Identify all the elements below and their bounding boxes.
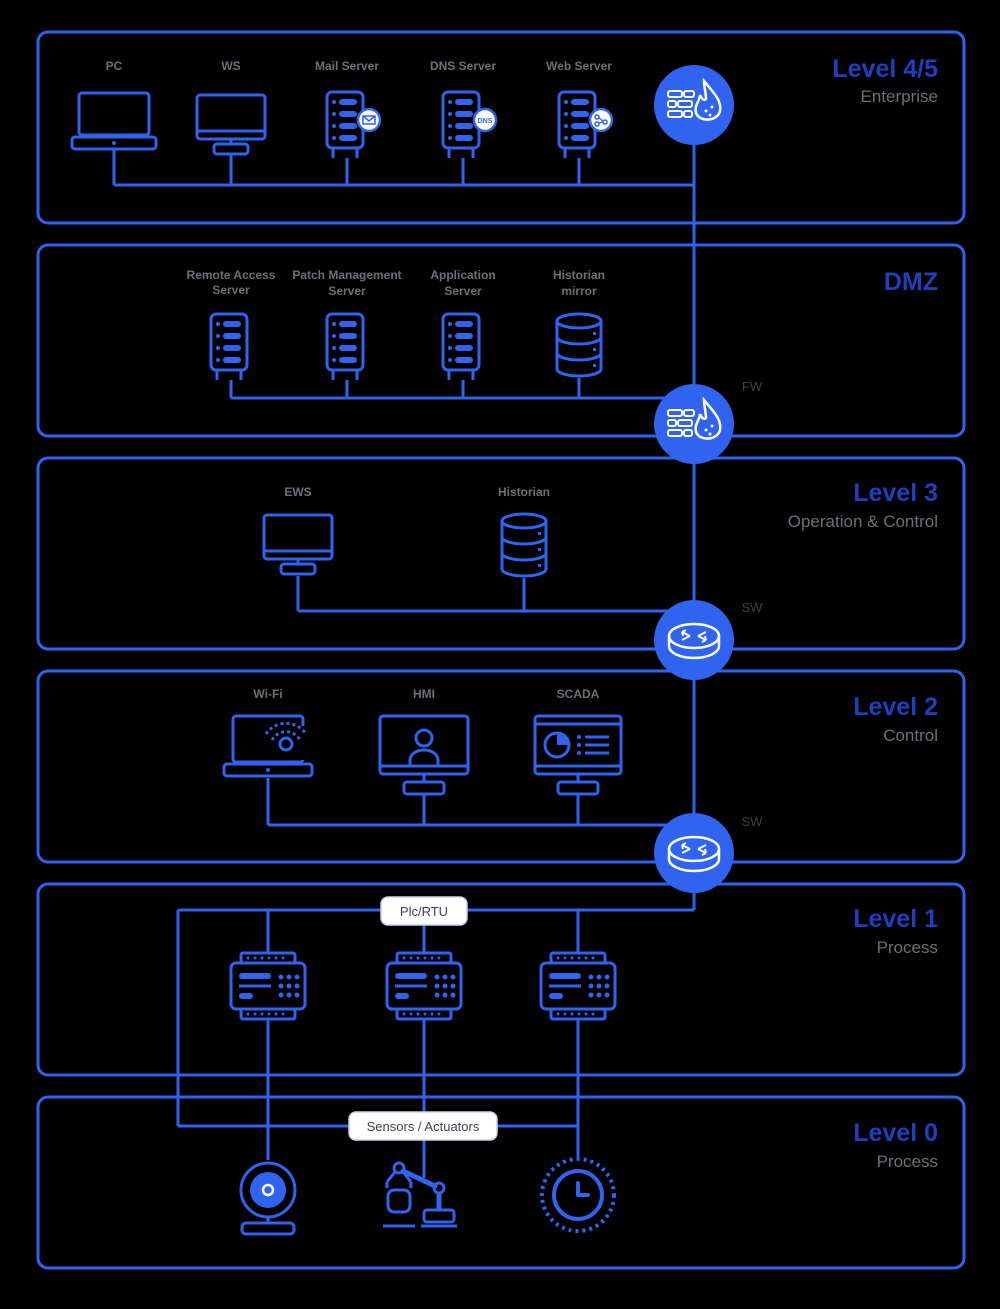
mail-server-icon bbox=[325, 90, 382, 160]
connection-lines bbox=[112, 140, 696, 1178]
wifi-laptop-icon bbox=[222, 714, 314, 778]
device-label-ws: WS bbox=[221, 59, 240, 73]
device-labels: PC WS Mail Server DNS Server Web Server … bbox=[106, 59, 764, 829]
plc-rtu-pill: Plc/RTU bbox=[380, 896, 468, 926]
laptop-icon bbox=[70, 91, 158, 151]
level-subtitle: Enterprise bbox=[861, 87, 938, 106]
level-box-dmz bbox=[36, 243, 966, 438]
switch-icon bbox=[652, 811, 736, 895]
level-title: Level 0 bbox=[853, 1119, 938, 1147]
hmi-icon bbox=[378, 714, 470, 796]
level-title: Level 2 bbox=[853, 693, 938, 721]
device-label-remote-access-2: Server bbox=[212, 283, 250, 297]
device-label-historian-mirror: Historian bbox=[553, 268, 605, 282]
sensors-actuators-pill-label: Sensors / Actuators bbox=[367, 1119, 480, 1134]
device-label-remote-access: Remote Access bbox=[187, 268, 276, 282]
level-subtitle: Process bbox=[877, 938, 938, 957]
device-label-pc: PC bbox=[106, 59, 123, 73]
device-label-application: Application bbox=[430, 268, 495, 282]
device-label-web-server: Web Server bbox=[546, 59, 612, 73]
database-icon bbox=[500, 512, 548, 578]
firewall-icon bbox=[652, 382, 736, 466]
level-subtitle: Operation & Control bbox=[788, 512, 938, 531]
level-subtitle: Process bbox=[877, 1152, 938, 1171]
level-box-level1 bbox=[36, 882, 966, 1077]
server-icon bbox=[325, 312, 365, 382]
server-icon bbox=[441, 312, 481, 382]
device-label-hmi: HMI bbox=[413, 687, 435, 701]
level-title: Level 3 bbox=[853, 479, 938, 507]
web-server-icon bbox=[557, 90, 614, 160]
level-box-level0 bbox=[36, 1095, 966, 1270]
plc-icon bbox=[229, 951, 307, 1021]
device-label-scada: SCADA bbox=[557, 687, 600, 701]
monitor-icon bbox=[262, 513, 334, 576]
node-label-fw: FW bbox=[742, 379, 763, 394]
webcam-sensor-icon bbox=[239, 1161, 297, 1236]
switch-icon bbox=[652, 598, 736, 682]
device-label-dns-server: DNS Server bbox=[430, 59, 496, 73]
plc-rtu-pill-label: Plc/RTU bbox=[400, 904, 448, 919]
level-title: Level 1 bbox=[853, 905, 938, 933]
plc-icon bbox=[539, 951, 617, 1021]
device-label-patch-management-2: Server bbox=[328, 284, 366, 298]
device-label-patch-management: Patch Management bbox=[292, 268, 401, 282]
node-label-sw-1: SW bbox=[742, 600, 764, 615]
device-label-historian-mirror-2: mirror bbox=[561, 284, 597, 298]
server-icon bbox=[209, 312, 249, 382]
device-label-mail-server: Mail Server bbox=[315, 59, 379, 73]
device-label-ews: EWS bbox=[284, 485, 311, 499]
level-titles: Level 4/5 Enterprise DMZ Level 3 Operati… bbox=[788, 55, 938, 1171]
database-icon bbox=[555, 312, 603, 378]
level-title: DMZ bbox=[884, 268, 938, 296]
level-box-level3 bbox=[36, 456, 966, 651]
robot-arm-icon bbox=[383, 1161, 457, 1228]
plc-icon bbox=[385, 951, 463, 1021]
monitor-icon bbox=[195, 93, 267, 156]
level-box-level2 bbox=[36, 669, 966, 864]
node-label-sw-2: SW bbox=[742, 814, 764, 829]
firewall-icon bbox=[652, 63, 736, 147]
sensors-actuators-pill: Sensors / Actuators bbox=[348, 1111, 498, 1141]
timer-icon bbox=[540, 1157, 616, 1233]
level-boxes bbox=[36, 30, 966, 1270]
level-title: Level 4/5 bbox=[832, 55, 938, 83]
device-label-application-2: Server bbox=[444, 284, 482, 298]
dns-server-icon: DNS bbox=[441, 90, 498, 160]
device-label-historian: Historian bbox=[498, 485, 550, 499]
device-label-wifi: Wi-Fi bbox=[253, 687, 282, 701]
scada-icon bbox=[533, 714, 623, 796]
level-box-enterprise bbox=[36, 30, 966, 225]
svg-text:DNS: DNS bbox=[478, 118, 493, 125]
level-subtitle: Control bbox=[883, 726, 938, 745]
